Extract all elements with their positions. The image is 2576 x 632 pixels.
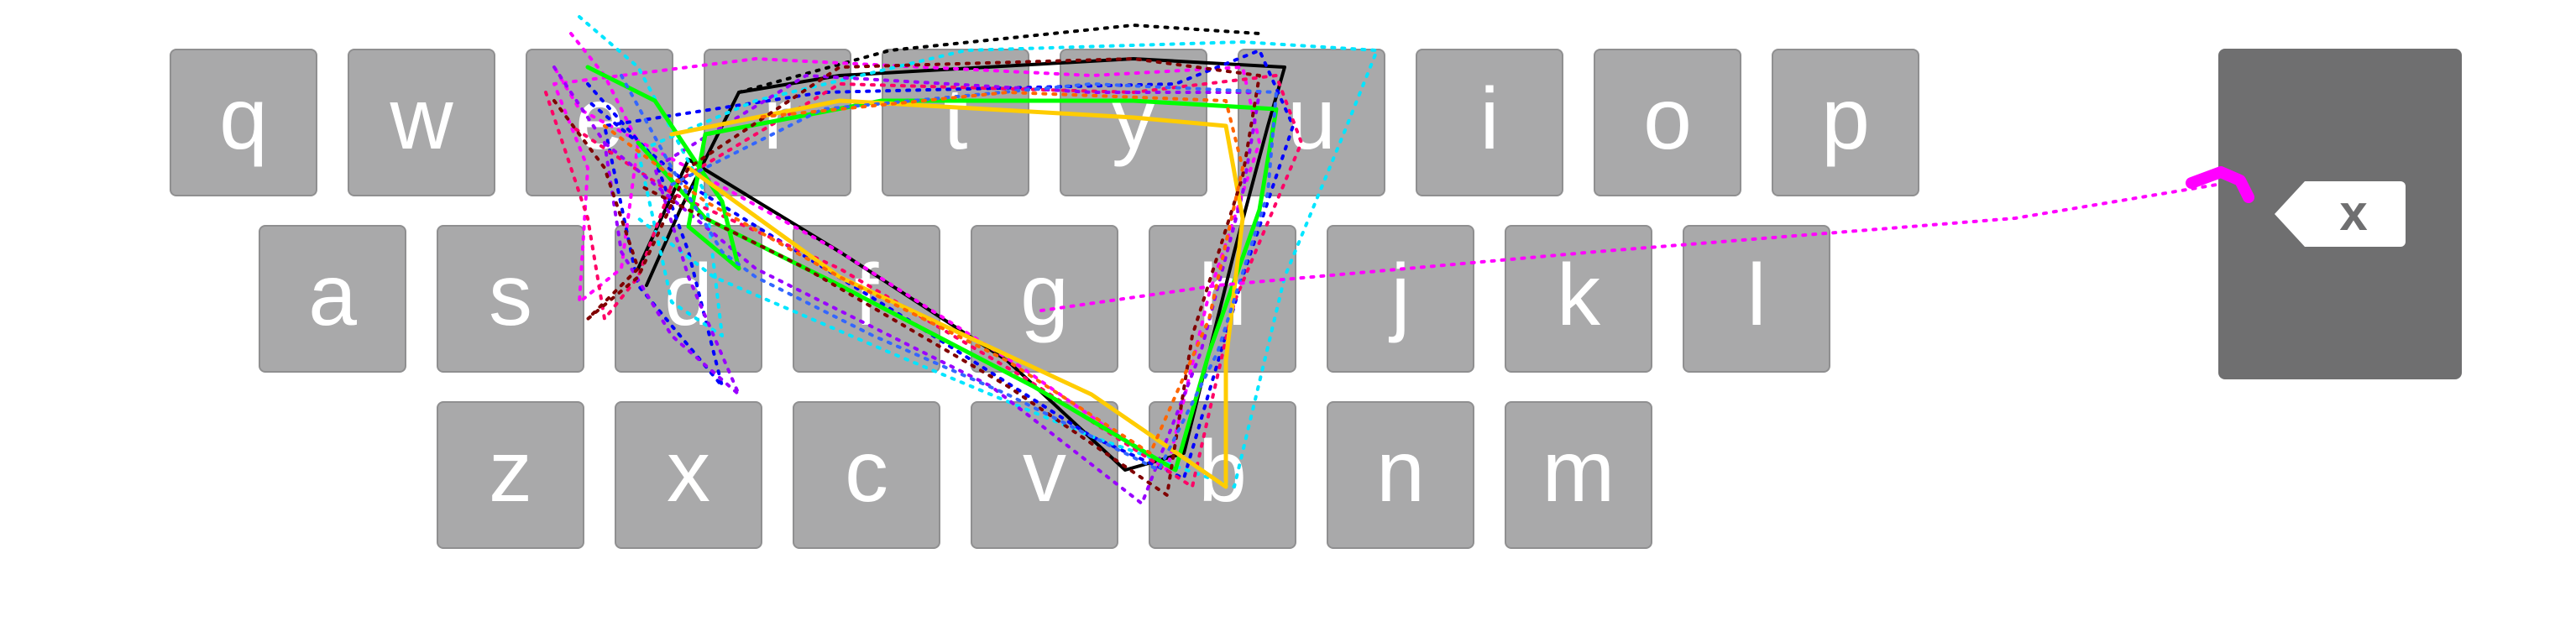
key-e[interactable]: e bbox=[526, 49, 673, 196]
key-label: h bbox=[1198, 247, 1247, 344]
key-label: d bbox=[664, 247, 713, 344]
key-label: q bbox=[219, 71, 268, 168]
key-label: c bbox=[845, 423, 888, 520]
key-label: n bbox=[1376, 423, 1425, 520]
key-o[interactable]: o bbox=[1594, 49, 1741, 196]
key-label: z bbox=[489, 423, 532, 520]
key-b[interactable]: b bbox=[1149, 401, 1296, 549]
key-m[interactable]: m bbox=[1505, 401, 1652, 549]
key-q[interactable]: q bbox=[170, 49, 317, 196]
key-x[interactable]: x bbox=[615, 401, 762, 549]
key-p[interactable]: p bbox=[1772, 49, 1919, 196]
key-label: s bbox=[489, 247, 532, 344]
backspace-button[interactable]: x bbox=[2218, 49, 2462, 379]
key-w[interactable]: w bbox=[348, 49, 495, 196]
key-h[interactable]: h bbox=[1149, 225, 1296, 373]
key-label: m bbox=[1542, 423, 1615, 520]
key-g[interactable]: g bbox=[971, 225, 1118, 373]
key-label: g bbox=[1020, 247, 1069, 344]
key-label: i bbox=[1479, 71, 1500, 168]
key-label: o bbox=[1643, 71, 1692, 168]
key-label: e bbox=[575, 71, 624, 168]
key-label: v bbox=[1023, 423, 1066, 520]
key-label: k bbox=[1557, 247, 1600, 344]
key-label: j bbox=[1390, 247, 1411, 344]
key-label: w bbox=[390, 71, 453, 168]
key-u[interactable]: u bbox=[1238, 49, 1385, 196]
key-k[interactable]: k bbox=[1505, 225, 1652, 373]
key-label: a bbox=[308, 247, 357, 344]
key-a[interactable]: a bbox=[259, 225, 406, 373]
key-label: r bbox=[762, 71, 793, 168]
key-c[interactable]: c bbox=[793, 401, 940, 549]
key-label: l bbox=[1746, 247, 1767, 344]
key-y[interactable]: y bbox=[1060, 49, 1207, 196]
key-label: x bbox=[667, 423, 710, 520]
key-j[interactable]: j bbox=[1327, 225, 1474, 373]
key-r[interactable]: r bbox=[704, 49, 851, 196]
key-v[interactable]: v bbox=[971, 401, 1118, 549]
key-s[interactable]: s bbox=[437, 225, 584, 373]
key-label: b bbox=[1198, 423, 1247, 520]
key-f[interactable]: f bbox=[793, 225, 940, 373]
key-i[interactable]: i bbox=[1416, 49, 1563, 196]
key-l[interactable]: l bbox=[1683, 225, 1830, 373]
key-label: y bbox=[1112, 71, 1155, 168]
key-label: t bbox=[943, 71, 968, 168]
key-t[interactable]: t bbox=[882, 49, 1029, 196]
key-z[interactable]: z bbox=[437, 401, 584, 549]
key-label: p bbox=[1821, 71, 1870, 168]
backspace-icon: x bbox=[2275, 181, 2406, 247]
key-label: u bbox=[1287, 71, 1336, 168]
backspace-glyph: x bbox=[2339, 185, 2367, 241]
key-d[interactable]: d bbox=[615, 225, 762, 373]
key-label: f bbox=[854, 247, 879, 344]
key-n[interactable]: n bbox=[1327, 401, 1474, 549]
